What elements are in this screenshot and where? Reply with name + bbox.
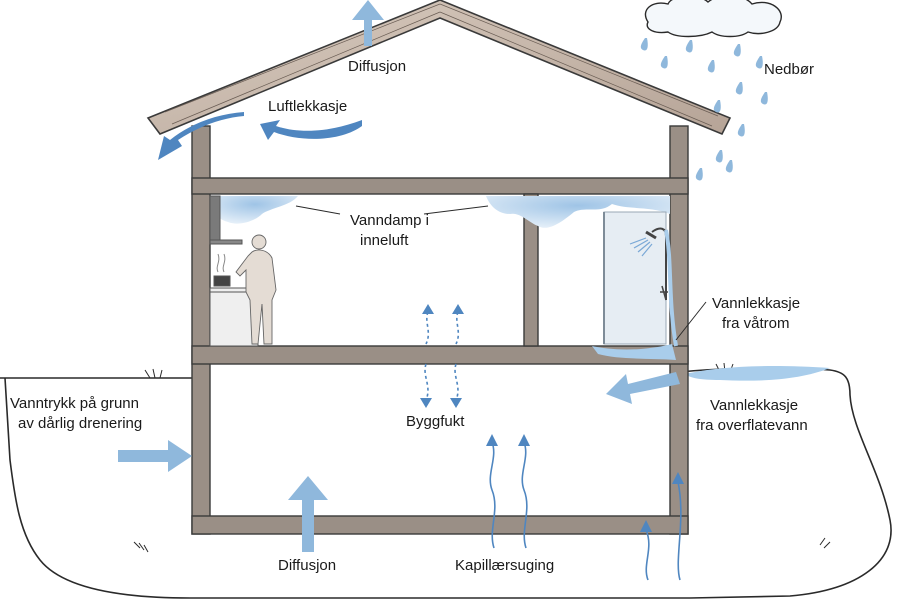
vapor-clouds — [212, 196, 670, 228]
leader-lines — [295, 205, 707, 341]
person-figure — [235, 234, 277, 345]
house-walls — [191, 125, 689, 535]
rain-cloud — [644, 0, 782, 38]
wetroom-leak — [592, 344, 676, 360]
label-diffusion-top: Diffusjon — [348, 58, 406, 75]
label-pressure-line2: av dårlig drenering — [18, 415, 142, 432]
label-wetroom-line1: Vannlekkasje — [712, 295, 800, 312]
surface-water — [685, 366, 830, 381]
label-vapor-line2: inneluft — [360, 232, 409, 249]
air-leak-arrow-right — [260, 120, 362, 140]
wetroom-drip — [664, 229, 678, 347]
label-vapor-line1: Vanndamp i — [350, 212, 429, 229]
water-pressure-arrow — [118, 440, 192, 472]
roof — [146, 0, 732, 136]
diffusion-ground-arrow — [288, 476, 328, 552]
building-moisture-arrows — [424, 311, 460, 401]
label-diffusion-bottom: Diffusjon — [278, 557, 336, 574]
raindrops — [640, 38, 768, 181]
label-surface-line1: Vannlekkasje — [710, 397, 798, 414]
capillary-arrows — [489, 441, 682, 581]
label-capillary: Kapillærsuging — [455, 557, 554, 574]
diffusion-roof-arrow — [352, 0, 384, 46]
capillary-arrowheads — [486, 434, 684, 532]
label-surface-line2: fra overflatevann — [696, 417, 808, 434]
shower — [603, 211, 668, 345]
label-pressure-line1: Vanntrykk på grunn — [10, 395, 139, 412]
surface-water-arrow — [606, 372, 680, 404]
building-moisture-arrowheads — [420, 304, 464, 408]
label-precipitation: Nedbør — [764, 61, 814, 78]
roof-tiles — [164, 3, 719, 127]
air-leak-arrow-left — [158, 112, 244, 160]
label-wetroom-line2: fra våtrom — [722, 315, 790, 332]
label-building-moisture: Byggfukt — [406, 413, 465, 430]
label-air-leak: Luftlekkasje — [268, 98, 347, 115]
